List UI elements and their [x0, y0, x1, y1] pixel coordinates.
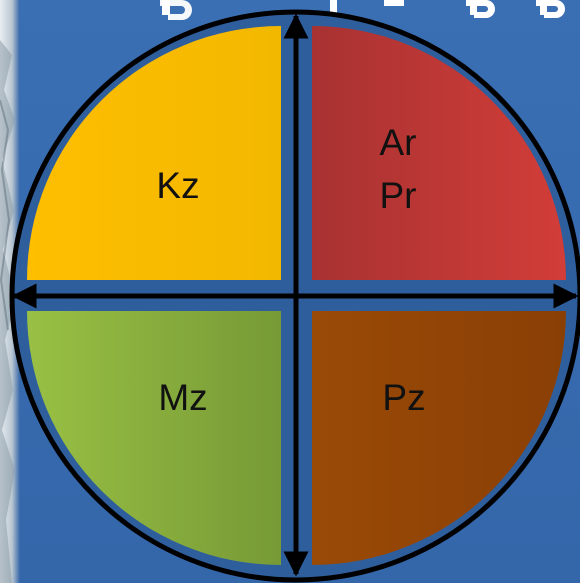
quadrant-label-bottom-right: Pz	[382, 377, 425, 418]
quadrant-label-top-right-line2: Pr	[380, 175, 417, 216]
quadrant-label-top-left: Kz	[156, 165, 199, 206]
quadrant-top-right	[312, 26, 566, 280]
quadrant-label-bottom-left: Mz	[158, 377, 207, 418]
quadrant-bottom-left	[27, 311, 281, 565]
quadrant-top-left	[27, 26, 281, 280]
quadrant-bottom-right	[312, 311, 566, 565]
quadrant-label-top-right-line1: Ar	[380, 122, 417, 163]
